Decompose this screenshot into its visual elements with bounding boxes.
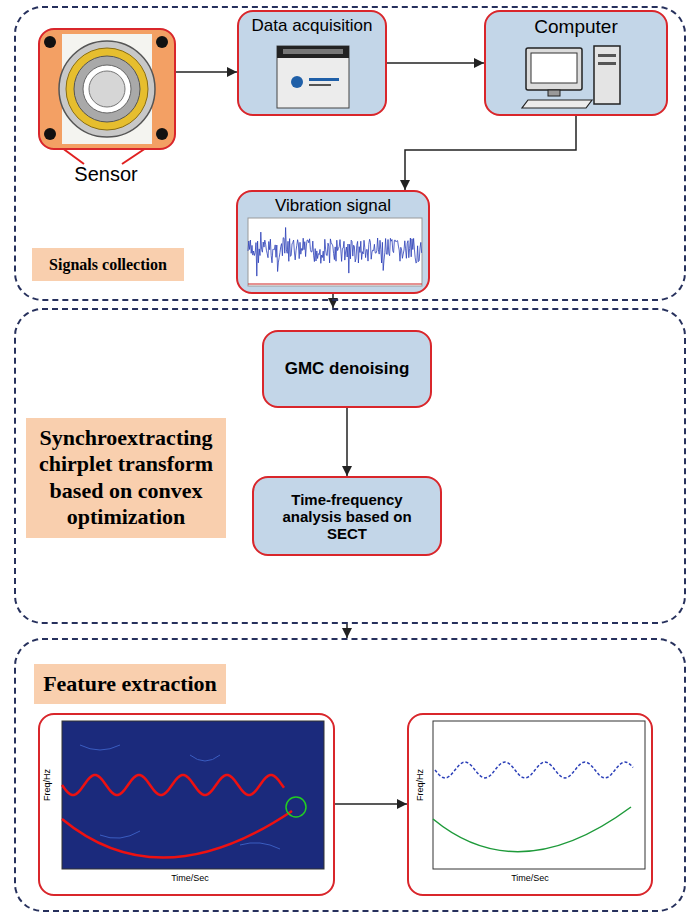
daq-illustration-part [283,49,343,54]
frequency-track-plot-part [433,807,631,852]
computer-icon-part [531,53,577,83]
stage-panel: Feature extraction Freq/HzTime/Sec Freq/… [14,638,686,912]
process-box: GMC denoising [262,330,432,408]
flow-arrow [176,71,237,73]
node-label: Sensor [58,163,154,186]
daq-illustration-part [309,78,339,81]
waveform-plot-part [248,284,422,285]
bearing-illustration-part [89,71,125,107]
bearing-illustration-part [156,128,168,140]
flow-arrow [405,116,576,190]
waveform-plot-part [248,228,422,277]
axis-label: Freq/Hz [40,755,54,815]
computer-icon-part [522,100,592,108]
node-label: Data acquisition [252,16,373,36]
computer-icon-part [594,46,620,104]
spectrogram-part [62,721,324,869]
axis-label: Time/Sec [150,873,230,883]
stage-title: Signals collection [32,248,184,281]
bearing-illustration-part [59,41,155,137]
axis-label: Freq/Hz [413,755,427,815]
bearing-illustration-part [74,56,140,122]
signal-box: Vibration signal [236,190,430,294]
spectrogram [40,715,333,894]
daq-illustration-part [309,84,331,86]
flow-arrow [387,62,484,64]
computer-icon-part [526,48,582,90]
daq-illustration-part [291,76,303,88]
bearing-illustration-part [62,34,152,144]
waveform-plot-part [248,218,422,286]
stage-title: Synchroextracting chirplet transform bas… [26,418,226,538]
computer-icon-part [598,62,616,65]
frequency-track-plot-part [435,762,633,778]
spectrogram-part [62,775,284,795]
daq-illustration-part [277,46,349,58]
node-label: Vibration signal [275,196,391,216]
device-box: Computer [484,10,668,116]
computer-icon-part [598,54,616,57]
spectrogram-part [286,797,306,817]
node-label: Computer [534,16,617,38]
bearing-illustration-part [44,128,56,140]
bearing-illustration-part [66,48,148,130]
bearing-illustration-part [156,36,168,48]
node-label: GMC denoising [285,359,410,379]
plot-box: Freq/HzTime/Sec [407,713,653,896]
device-box: Data acquisition [237,10,387,116]
frequency-track-plot-part [433,721,645,869]
stage-panel: Signals collection Sensor Data acquisiti… [14,6,686,301]
axis-label: Time/Sec [490,873,570,883]
plot-box: Freq/HzTime/Sec [38,713,335,896]
frequency-track-plot [409,715,651,894]
spectrogram-part [80,745,280,849]
flow-arrow [346,408,348,476]
bearing-illustration-part [44,36,56,48]
stage-panel: Synchroextracting chirplet transform bas… [14,308,686,624]
stage-title: Feature extraction [34,664,226,704]
process-box: Time-frequency analysis based on SECT [252,476,442,556]
node-label: Time-frequency analysis based on SECT [262,491,432,542]
computer-icon-part [548,90,560,96]
flow-arrow [335,803,407,805]
bearing-illustration-part [83,65,131,113]
flow-arrow [332,294,334,308]
flow-arrow [346,624,348,638]
spectrogram-part [62,811,292,858]
bearing-box: Sensor [38,28,176,150]
daq-illustration-part [277,46,349,108]
bearing-illustration [40,30,174,148]
